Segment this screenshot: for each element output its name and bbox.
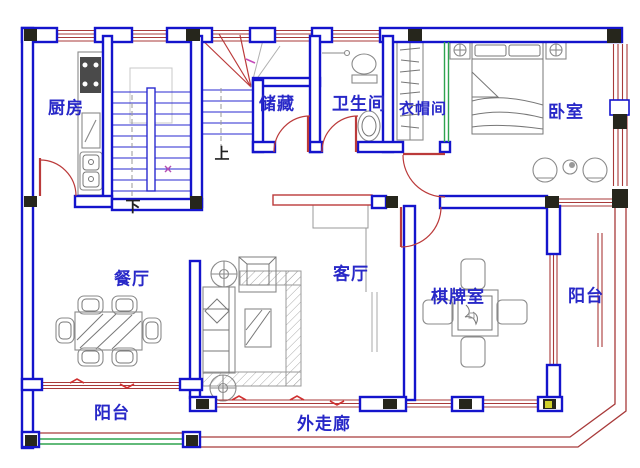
chess-room-left-wall: [402, 204, 417, 402]
kitchen-label: 厨房: [48, 98, 84, 119]
cloakroom-furniture: [396, 41, 424, 141]
kitchen-door: [38, 158, 77, 197]
bathroom-door: [321, 115, 359, 153]
bedroom-chairs: [532, 157, 608, 183]
columns: [24, 29, 628, 446]
stair-down-label: 下: [125, 197, 141, 216]
stairs: [113, 33, 281, 200]
kitchen-right-wall: [101, 34, 114, 199]
bedroom-label: 卧室: [548, 102, 584, 123]
cad-column-mark: [545, 401, 552, 408]
chair: [460, 336, 486, 368]
kitchen-furniture: [77, 51, 104, 196]
window-frame: [609, 99, 630, 116]
bedroom-furniture: [449, 41, 608, 183]
bathroom-label: 卫生间: [332, 94, 386, 115]
armchair: [238, 256, 277, 293]
balcony-screen: [597, 233, 603, 347]
fan-plant: [210, 260, 238, 288]
dining-label: 餐厅: [114, 269, 150, 290]
living-south-windows: [216, 395, 538, 408]
chess-balcony-window: [549, 254, 558, 365]
bedroom-south-window: [559, 198, 612, 207]
dining-balcony-window: [42, 378, 180, 390]
dining-furniture: [55, 295, 162, 367]
stair-railing: [146, 87, 156, 192]
stair-up-label: 上: [214, 144, 230, 163]
chess-room-label: 棋牌室: [431, 287, 485, 308]
bathroom-furniture: [322, 49, 381, 142]
storage-label: 储藏: [259, 94, 295, 115]
corridor-label: 外走廊: [297, 414, 351, 435]
dining-table: [74, 311, 143, 351]
mahjong-table: [451, 289, 499, 337]
stove: [80, 57, 101, 93]
left-balcony-rails: [25, 432, 198, 445]
living-dining-wall: [188, 259, 202, 400]
top-wall-windows: [57, 29, 380, 42]
chair: [422, 299, 454, 325]
sofa-pillow: [204, 298, 230, 324]
counter-board: [81, 112, 101, 149]
chair: [496, 299, 528, 325]
doors: [38, 115, 446, 248]
bed: [471, 41, 544, 135]
green-dividers: [443, 42, 450, 142]
fan-plant: [209, 374, 237, 402]
balcony-left-label: 阳台: [94, 403, 130, 424]
hall-door: [399, 206, 442, 248]
living-label: 客厅: [333, 264, 369, 285]
chess-room-furniture: [422, 258, 528, 368]
storage-door: [273, 115, 311, 153]
balcony-railing: [200, 208, 627, 448]
bedroom-suite-door: [402, 152, 446, 198]
cloakroom-label: 衣帽间: [398, 99, 448, 118]
cad-marker: [245, 58, 256, 64]
coffee-table: [244, 308, 272, 348]
balcony-right-label: 阳台: [568, 286, 604, 307]
stairwell-wall: [189, 34, 204, 209]
toilet: [351, 53, 377, 75]
chair: [460, 258, 486, 290]
hall-beam: [272, 194, 373, 206]
sofa: [202, 286, 236, 374]
